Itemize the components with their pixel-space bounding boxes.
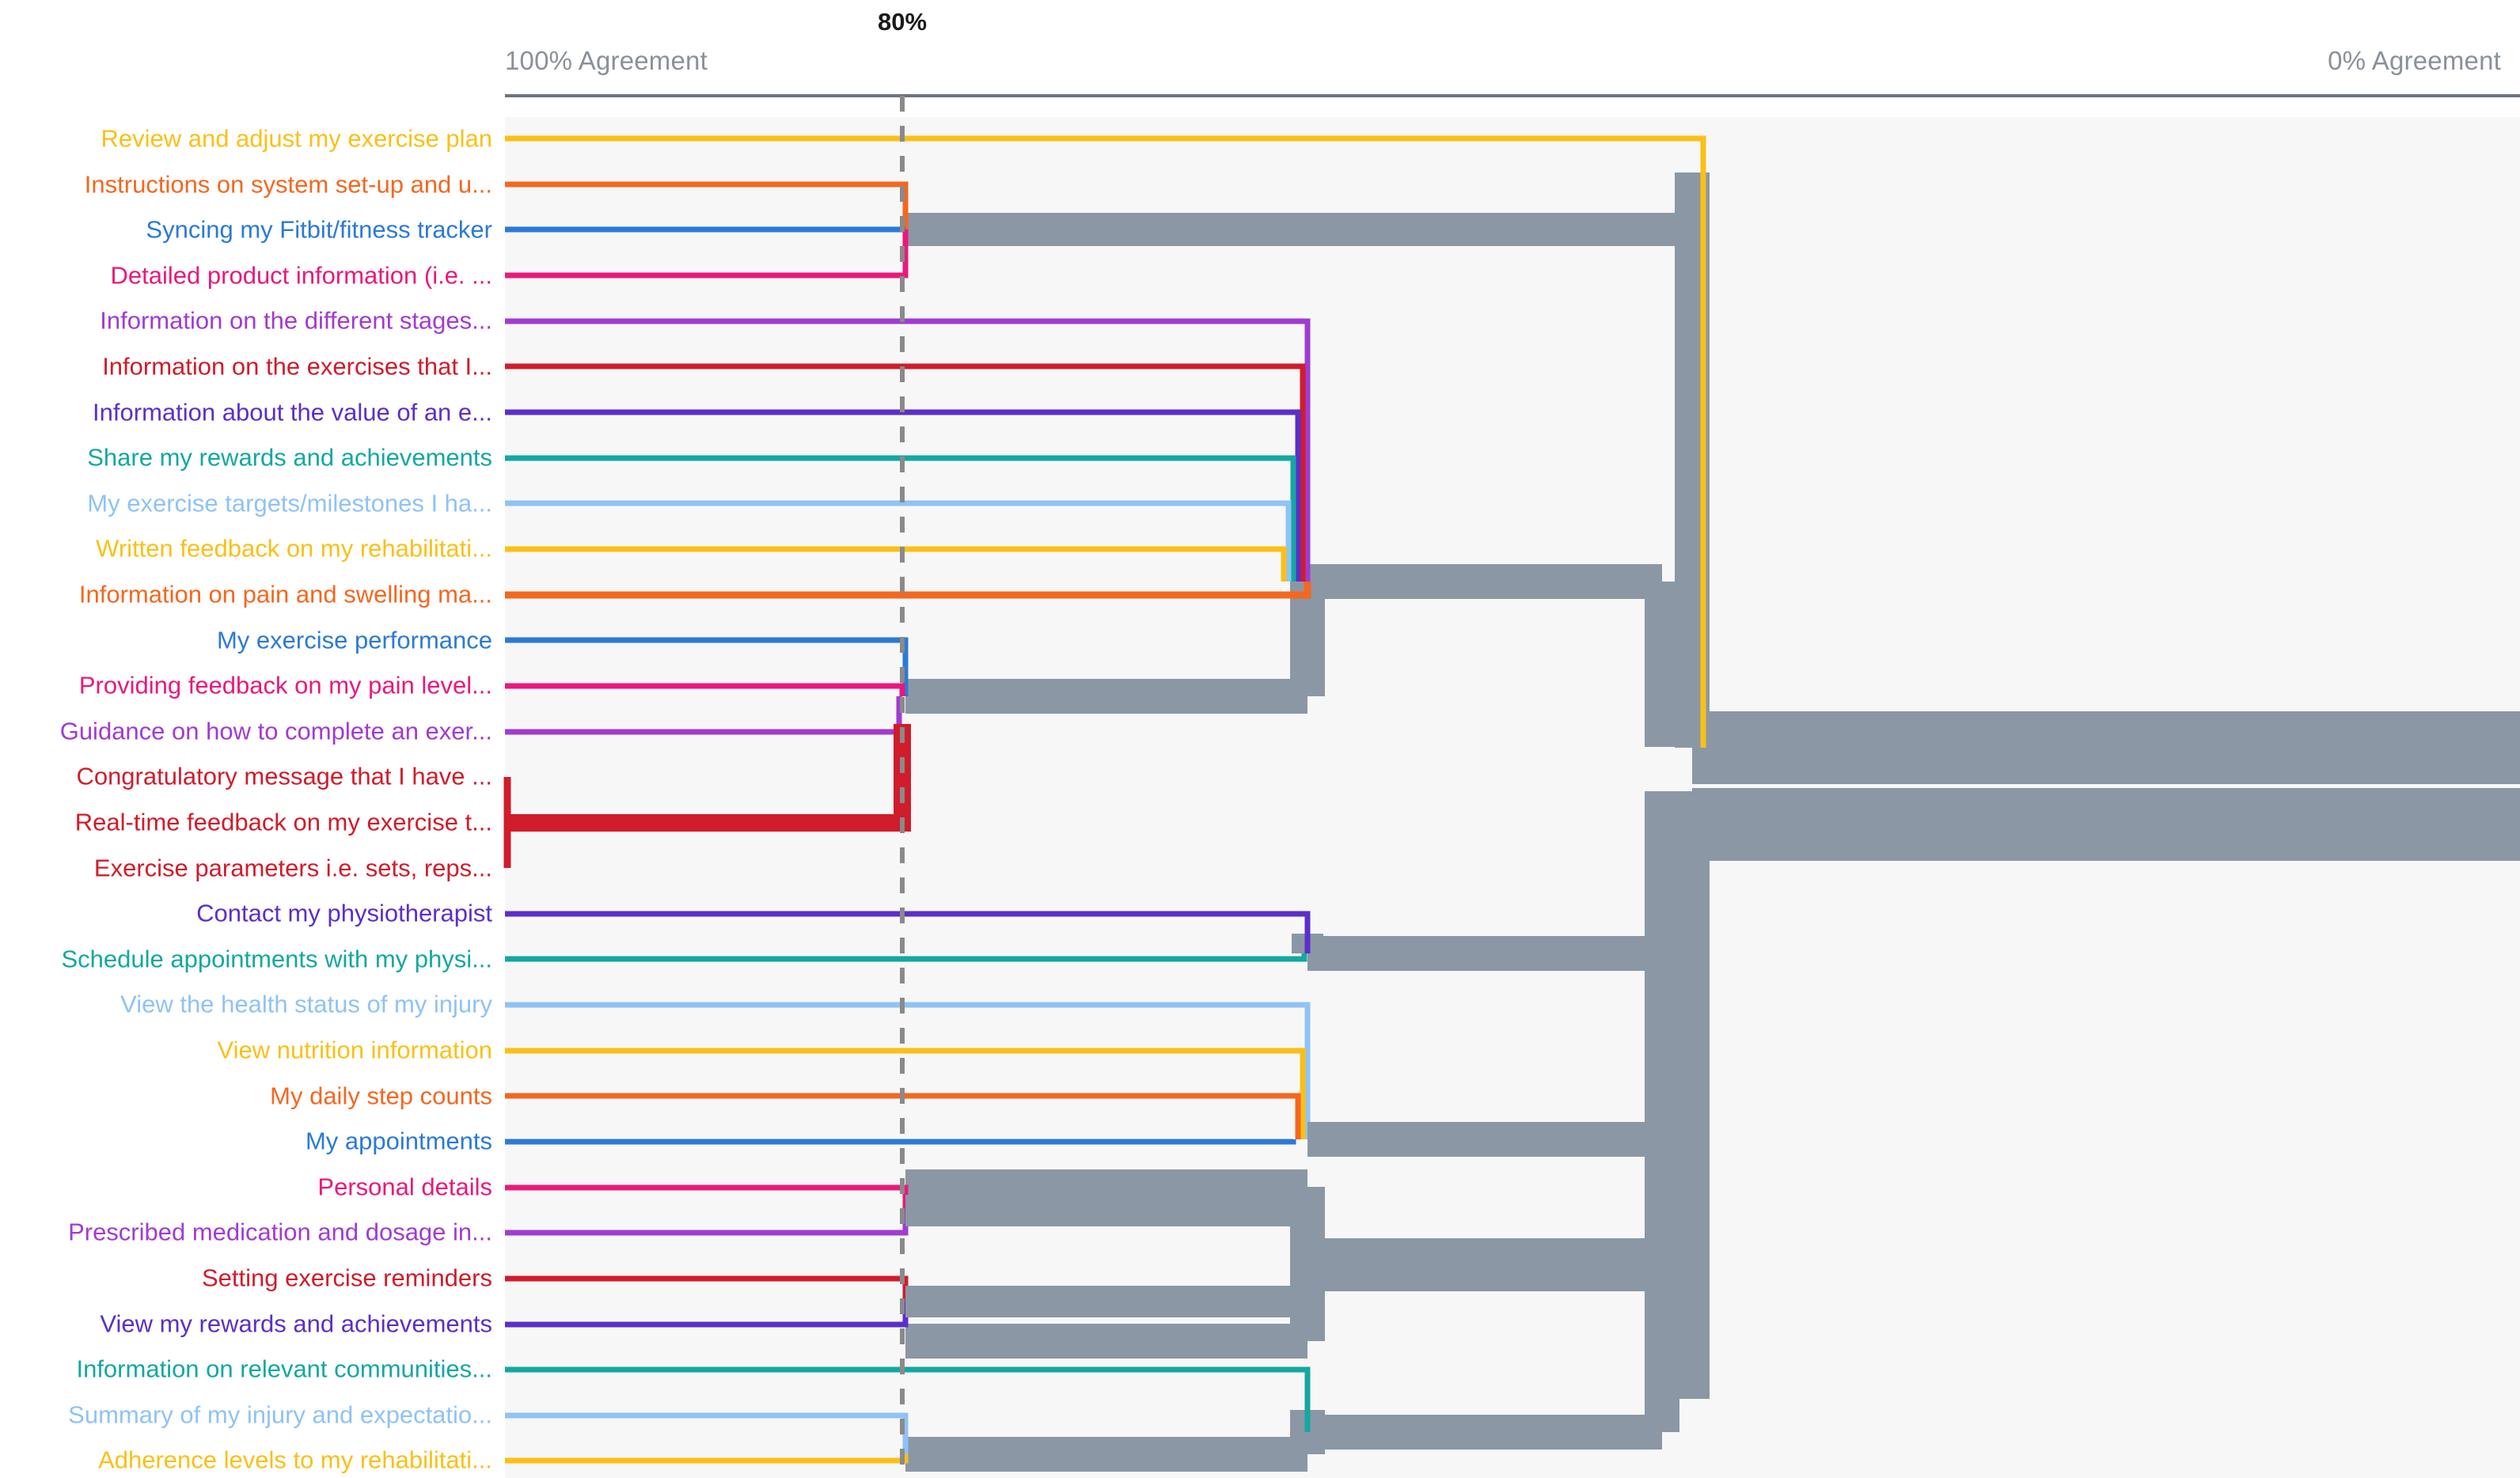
leaf-line-18: [505, 953, 1307, 962]
leaf-label: Providing feedback on my pain level...: [78, 671, 492, 699]
leaf-label: View my rewards and achievements: [100, 1309, 492, 1338]
leaf-line-layer: [503, 135, 1706, 1464]
leaf-label: Exercise parameters i.e. sets, reps...: [93, 854, 492, 882]
leaf-label: Contact my physiotherapist: [196, 899, 492, 927]
leaf-label: Information on the exercises that I...: [102, 352, 492, 381]
cut-threshold-label: 80%: [877, 8, 928, 36]
leaf-label: Adherence levels to my rehabilitati...: [98, 1446, 492, 1474]
leaf-line-4: [505, 318, 1311, 582]
leaf-line-10: [505, 582, 1311, 599]
leaf-label: Guidance on how to complete an exer...: [59, 717, 492, 745]
leaf-line-27: [505, 1366, 1311, 1432]
leaf-label: My exercise performance: [216, 626, 492, 654]
leaf-line-11: [505, 637, 909, 696]
leaf-line-20: [505, 1048, 1306, 1139]
leaf-label: My daily step counts: [270, 1082, 492, 1110]
leaf-line-1: [505, 181, 909, 229]
leaf-line-28: [505, 1412, 909, 1454]
leaf-label: Information on the different stages...: [100, 306, 492, 335]
leaf-label: View the health status of my injury: [120, 990, 492, 1018]
leaf-label: Share my rewards and achievements: [87, 443, 492, 472]
leaf-label: Syncing my Fitbit/fitness tracker: [146, 215, 492, 244]
leaf-label: Schedule appointments with my physi...: [61, 945, 493, 973]
leaf-label: Information about the value of an e...: [93, 398, 492, 426]
leaf-label: Personal details: [317, 1173, 492, 1201]
leaf-line-29: [505, 1454, 909, 1464]
leaf-label: Information on relevant communities...: [76, 1355, 492, 1383]
leaf-line-9: [505, 546, 1287, 582]
leaf-line-7: [505, 455, 1296, 582]
leaf-line-8: [505, 500, 1292, 582]
leaf-line-19: [505, 1002, 1311, 1139]
leaf-line-17: [505, 911, 1311, 953]
leaf-line-6: [505, 409, 1301, 582]
leaf-label: Prescribed medication and dosage in...: [68, 1218, 492, 1246]
leaf-label: My exercise targets/milestones I ha...: [87, 489, 492, 517]
axis-label-right: 0% Agreement: [2328, 46, 2501, 75]
leaf-label: Summary of my injury and expectatio...: [68, 1400, 492, 1429]
link-overlay: [905, 1122, 1679, 1317]
leaf-label: Review and adjust my exercise plan: [101, 124, 492, 153]
axis-label-left: 100% Agreement: [505, 46, 708, 75]
leaf-label: View nutrition information: [217, 1036, 493, 1064]
leaf-line-21: [505, 1093, 1301, 1139]
leaf-line-22: [505, 1139, 1296, 1145]
leaf-label: Setting exercise reminders: [202, 1264, 492, 1292]
leaf-label: Written feedback on my rehabilitati...: [96, 534, 492, 563]
leaf-label: Instructions on system set-up and u...: [84, 170, 492, 199]
leaf-label: Detailed product information (i.e. ...: [110, 261, 492, 290]
leaf-label: Real-time feedback on my exercise t...: [74, 808, 492, 836]
leaf-label: Congratulatory message that I have ...: [76, 762, 492, 790]
leaf-line-12: [505, 683, 905, 696]
leaf-line-5: [505, 363, 1306, 582]
leaf-line-3: [505, 229, 909, 279]
leaf-label: My appointments: [305, 1127, 492, 1155]
leaf-label: Information on pain and swelling ma...: [78, 580, 492, 608]
